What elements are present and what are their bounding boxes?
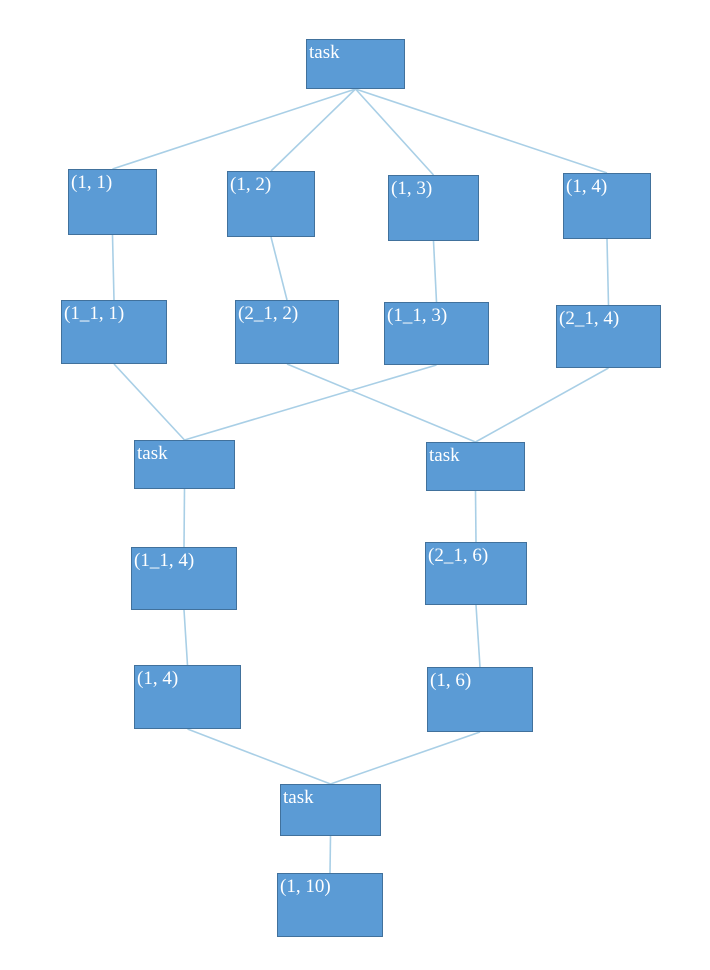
edge-n6-n10 (286, 363, 476, 443)
edge-n12-n14 (475, 604, 481, 668)
node-label: task (309, 42, 340, 63)
node-label: (1, 6) (430, 670, 472, 691)
node-2_1-4: (2_1, 4) (556, 305, 661, 368)
node-label: (1_1, 1) (64, 303, 125, 324)
edge-n10-n12 (474, 490, 477, 543)
node-label: (2_1, 2) (238, 303, 299, 324)
edge-n14-n15 (330, 731, 481, 785)
edge-n5-n9 (113, 363, 186, 441)
node-label: (1, 10) (280, 876, 331, 897)
node-label: task (283, 787, 314, 808)
node-1_1-3: (1_1, 3) (384, 302, 489, 365)
edge-n0-n2 (270, 88, 357, 172)
node-1-3: (1, 3) (388, 175, 479, 241)
node-task-root: task (306, 39, 405, 89)
edge-n3-n7 (432, 240, 438, 303)
edge-n2-n6 (270, 236, 288, 301)
node-task-bottom: task (280, 784, 381, 836)
node-1_1-4: (1_1, 4) (131, 547, 237, 610)
node-label: (1, 3) (391, 178, 433, 199)
edge-n9-n11 (183, 488, 186, 548)
node-label: (1_1, 4) (134, 550, 195, 571)
node-1-10: (1, 10) (277, 873, 383, 937)
node-task-right: task (426, 442, 525, 491)
edge-n8-n10 (475, 367, 609, 443)
node-1_1-1: (1_1, 1) (61, 300, 167, 364)
node-1-2: (1, 2) (227, 171, 315, 237)
edge-n0-n3 (354, 88, 435, 176)
node-label: (2_1, 6) (428, 545, 489, 566)
edge-n4-n8 (606, 238, 610, 306)
node-label: (1, 4) (566, 176, 608, 197)
node-task-left: task (134, 440, 235, 489)
edge-n0-n1 (112, 88, 356, 170)
edge-n1-n5 (111, 234, 115, 301)
node-1-4: (1, 4) (563, 173, 651, 239)
node-label: (1, 4) (137, 668, 179, 689)
node-label: (1_1, 3) (387, 305, 448, 326)
edge-n0-n4 (355, 88, 608, 174)
edge-n13-n15 (187, 728, 331, 785)
node-1-1: (1, 1) (68, 169, 157, 235)
node-label: (1, 1) (71, 172, 113, 193)
node-label: task (429, 445, 460, 466)
node-1-4-lower: (1, 4) (134, 665, 241, 729)
node-2_1-2: (2_1, 2) (235, 300, 339, 364)
node-2_1-6: (2_1, 6) (425, 542, 527, 605)
edge-n11-n13 (183, 609, 189, 666)
node-label: task (137, 443, 168, 464)
edge-n7-n9 (184, 364, 437, 441)
node-1-6: (1, 6) (427, 667, 533, 732)
edge-n15-n16 (329, 835, 332, 874)
node-label: (2_1, 4) (559, 308, 620, 329)
node-label: (1, 2) (230, 174, 272, 195)
